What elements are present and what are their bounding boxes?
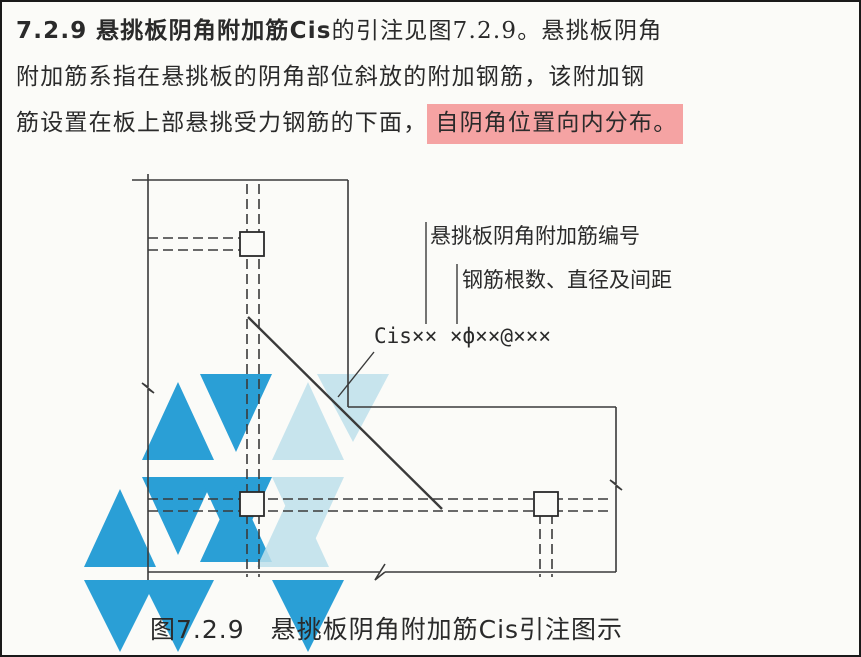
column-box-top bbox=[239, 231, 265, 257]
drawing-lines bbox=[132, 174, 623, 581]
line1-rest: 的引注见图7.2.9。悬挑板阴角 bbox=[331, 18, 663, 44]
line3-plain: 筋设置在板上部悬挑受力钢筋的下面， bbox=[16, 110, 428, 136]
highlighted-text: 自阴角位置向内分布。 bbox=[427, 104, 684, 144]
label-code-name: 悬挑板阴角附加筋编号 bbox=[430, 224, 640, 248]
section-number: 7.2.9 bbox=[16, 18, 88, 44]
column-markers bbox=[239, 231, 559, 517]
column-box-right bbox=[533, 491, 559, 517]
figure-caption: 图7.2.9 悬挑板阴角附加筋Cis引注图示 bbox=[150, 615, 624, 644]
label-spec: 钢筋根数、直径及间距 bbox=[462, 268, 672, 292]
body-paragraph: 7.2.9 悬挑板阴角附加筋Cis的引注见图7.2.9。悬挑板阴角 附加筋系指在… bbox=[16, 8, 856, 146]
section-term: 悬挑板阴角附加筋Cis bbox=[96, 18, 332, 44]
watermark-light bbox=[257, 374, 389, 567]
column-box-corner bbox=[239, 491, 265, 517]
line2: 附加筋系指在悬挑板的阴角部位斜放的附加钢筋，该附加钢 bbox=[16, 64, 646, 90]
notation-text: Cis×× ×ф××@××× bbox=[374, 324, 552, 348]
